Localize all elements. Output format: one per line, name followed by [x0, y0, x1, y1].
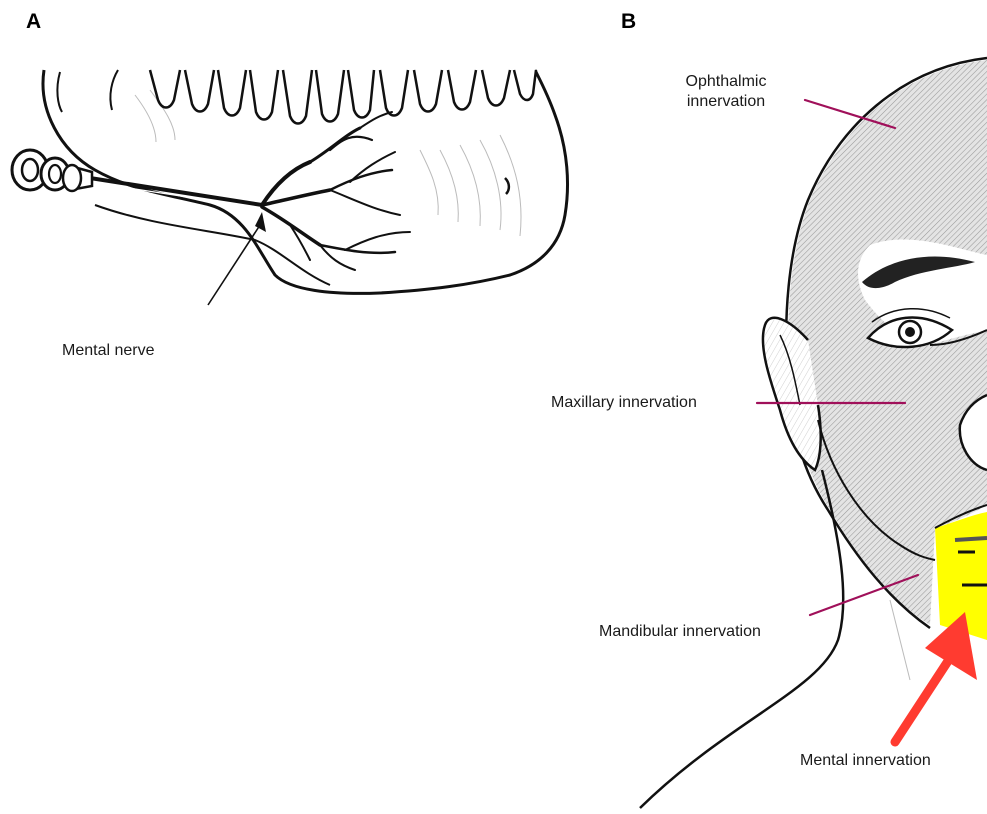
mental-arrow-icon [895, 612, 977, 742]
mental-nerve-pointer [208, 212, 266, 305]
ophthalmic-label-line1: Ophthalmic [676, 72, 776, 92]
ophthalmic-label-line2: innervation [676, 92, 776, 112]
eyebrow [862, 256, 975, 288]
panel-a-illustration [12, 70, 568, 305]
panel-a-letter: A [26, 10, 41, 34]
eye [868, 309, 952, 347]
ophthalmic-label: Ophthalmic innervation [676, 72, 776, 112]
mental-nerve-label: Mental nerve [62, 341, 155, 361]
panel-b-letter: B [621, 10, 636, 34]
panel-b-illustration [640, 58, 987, 808]
maxillary-label: Maxillary innervation [551, 393, 697, 413]
mandibular-label: Mandibular innervation [599, 622, 761, 642]
mental-label: Mental innervation [800, 751, 931, 771]
